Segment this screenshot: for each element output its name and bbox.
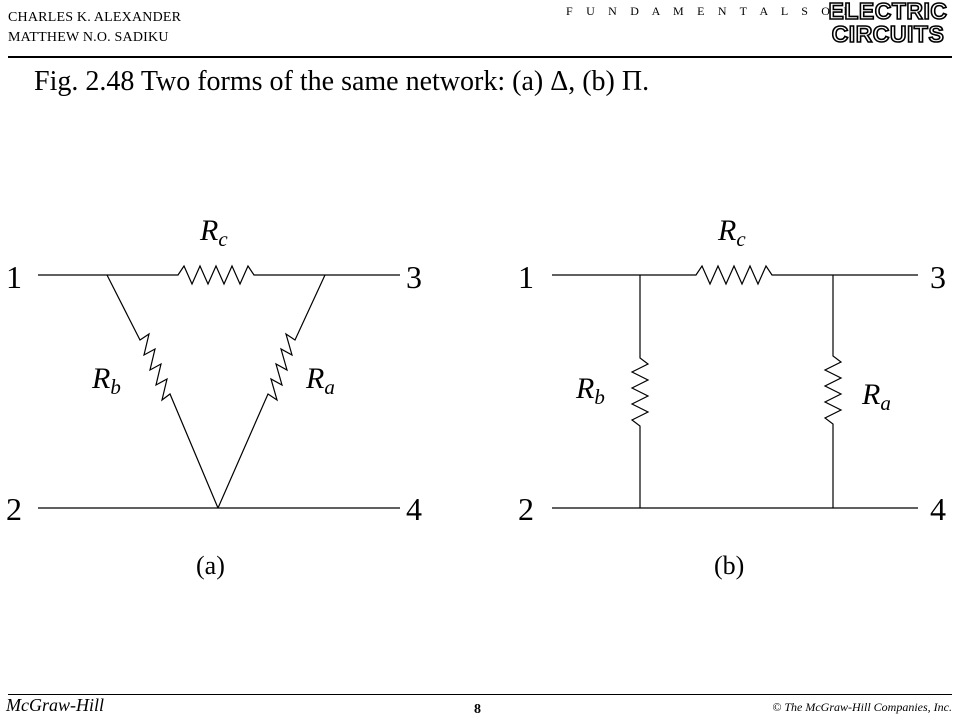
pi-rb-label: Rb — [575, 372, 605, 409]
delta-ra-label: Ra — [305, 362, 335, 399]
logo-line-1: ELECTRIC — [828, 0, 948, 24]
pi-node-4: 4 — [930, 491, 946, 527]
delta-left-leg — [106, 274, 219, 509]
pi-node-2: 2 — [518, 491, 534, 527]
pi-network — [552, 264, 918, 509]
pi-diagram-label: (b) — [714, 551, 744, 580]
footer-divider — [8, 694, 952, 695]
pi-top-wire — [552, 264, 918, 286]
delta-node-2: 2 — [6, 491, 22, 527]
pi-right-branch — [823, 275, 843, 508]
delta-rb-label: Rb — [91, 362, 121, 399]
book-logo: ELECTRIC CIRCUITS — [818, 0, 958, 46]
book-series-title: F U N D A M E N T A L S O F — [566, 4, 856, 18]
delta-labels: 1 3 2 4 Rc Rb Ra (a) — [6, 214, 422, 580]
pi-rc-label: Rc — [717, 214, 746, 251]
publisher-name: McGraw-Hill — [6, 695, 104, 715]
pi-left-branch — [630, 275, 650, 508]
delta-node-4: 4 — [406, 491, 422, 527]
page-number: 8 — [474, 702, 481, 717]
pi-node-3: 3 — [930, 259, 946, 295]
delta-right-leg — [217, 274, 326, 509]
header-divider — [8, 56, 952, 58]
copyright-notice: © The McGraw-Hill Companies, Inc. — [772, 700, 952, 714]
delta-node-3: 3 — [406, 259, 422, 295]
logo-line-2: CIRCUITS — [831, 21, 945, 47]
delta-rc-label: Rc — [199, 214, 228, 251]
author-1: CHARLES K. ALEXANDER — [8, 10, 182, 25]
pi-labels: 1 3 2 4 Rc Rb Ra (b) — [518, 214, 946, 580]
delta-diagram-label: (a) — [196, 551, 225, 580]
delta-network — [38, 264, 400, 509]
pi-ra-label: Ra — [861, 378, 891, 415]
pi-node-1: 1 — [518, 259, 534, 295]
delta-top-wire — [38, 264, 400, 286]
figure-caption: Fig. 2.48 Two forms of the same network:… — [34, 66, 650, 97]
author-names: CHARLES K. ALEXANDER MATTHEW N.O. SADIKU — [8, 8, 181, 48]
delta-node-1: 1 — [6, 259, 22, 295]
author-2: MATTHEW N.O. SADIKU — [8, 30, 169, 45]
